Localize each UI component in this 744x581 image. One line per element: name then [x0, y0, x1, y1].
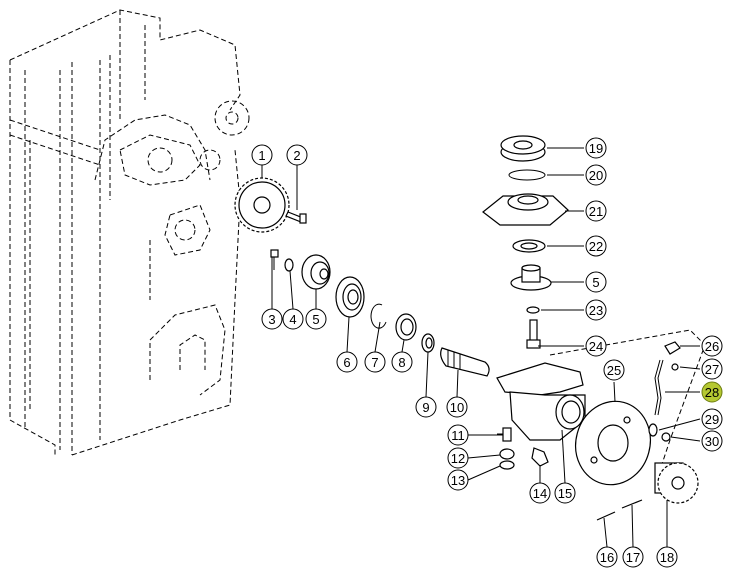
- callout-11[interactable]: 11: [447, 424, 469, 446]
- callout-4[interactable]: 4: [282, 308, 304, 330]
- callout-12-label: 12: [451, 451, 465, 466]
- callout-26-label: 26: [705, 339, 719, 354]
- callout-6-label: 6: [343, 355, 350, 370]
- callout-4-label: 4: [289, 312, 296, 327]
- callout-16-label: 16: [600, 550, 614, 565]
- callout-25[interactable]: 25: [603, 359, 625, 381]
- sprocket-part: [234, 177, 290, 233]
- callout-20[interactable]: 20: [585, 164, 607, 186]
- callout-3[interactable]: 3: [261, 308, 283, 330]
- callout-10-label: 10: [450, 400, 464, 415]
- callout-2-label: 2: [293, 148, 300, 163]
- callout-5-top-hub-label: 5: [592, 275, 599, 290]
- callout-10[interactable]: 10: [446, 396, 468, 418]
- top-bearing-part: [500, 135, 546, 162]
- callout-9-label: 9: [422, 400, 429, 415]
- callout-11-label: 11: [451, 428, 465, 443]
- callout-30[interactable]: 30: [701, 430, 723, 452]
- callout-27[interactable]: 27: [701, 358, 723, 380]
- callout-26[interactable]: 26: [701, 335, 723, 357]
- callout-7[interactable]: 7: [364, 351, 386, 373]
- nut-part: [499, 448, 515, 460]
- callout-15[interactable]: 15: [554, 482, 576, 504]
- spacer-ring-part: [512, 239, 546, 253]
- callout-5-top-hub[interactable]: 5: [585, 271, 607, 293]
- callout-8-label: 8: [398, 355, 405, 370]
- callout-15-label: 15: [558, 486, 572, 501]
- callout-7-label: 7: [371, 355, 378, 370]
- gearbox-housing-part: [496, 362, 586, 441]
- callout-24[interactable]: 24: [585, 335, 607, 357]
- callout-12[interactable]: 12: [447, 447, 469, 469]
- callout-3-label: 3: [268, 312, 275, 327]
- small-washer-part: [648, 423, 658, 437]
- flange-plate-part: [575, 400, 651, 486]
- callout-9[interactable]: 9: [415, 396, 437, 418]
- frame-sprocket: [214, 100, 250, 136]
- callout-28-label: 28: [705, 385, 719, 400]
- callout-2[interactable]: 2: [286, 144, 308, 166]
- callout-28-highlighted[interactable]: 28: [701, 381, 723, 403]
- splined-shaft-part: [440, 347, 490, 377]
- callout-27-label: 27: [705, 362, 719, 377]
- bearing-part: [335, 276, 365, 318]
- callout-19[interactable]: 19: [585, 137, 607, 159]
- circlip-part: [370, 303, 387, 329]
- callout-1-label: 1: [258, 148, 265, 163]
- drive-sprocket-part: [654, 462, 699, 504]
- callout-5-hub[interactable]: 5: [305, 308, 327, 330]
- callout-19-label: 19: [589, 141, 603, 156]
- hub-part: [301, 254, 331, 290]
- callout-14-label: 14: [533, 486, 547, 501]
- top-circlip-part: [508, 169, 546, 181]
- top-bolt-part: [526, 319, 541, 349]
- machine-frame: [9, 9, 241, 456]
- small-nut-part: [661, 432, 671, 442]
- callout-25-label: 25: [607, 363, 621, 378]
- callout-14[interactable]: 14: [529, 482, 551, 504]
- callout-21[interactable]: 21: [585, 200, 607, 222]
- top-hub-part: [510, 264, 552, 291]
- callout-23-label: 23: [589, 303, 603, 318]
- callout-24-label: 24: [589, 339, 603, 354]
- bolt-part: [285, 211, 307, 224]
- washer-part: [284, 258, 294, 272]
- pin-parts: [596, 499, 643, 521]
- callout-29-label: 29: [705, 412, 719, 427]
- callout-21-label: 21: [589, 204, 603, 219]
- flat-washer-part: [499, 460, 515, 470]
- callout-5-hub-label: 5: [312, 312, 319, 327]
- callout-29[interactable]: 29: [701, 408, 723, 430]
- callout-23[interactable]: 23: [585, 299, 607, 321]
- callout-13[interactable]: 13: [447, 469, 469, 491]
- top-washer-part: [526, 306, 540, 314]
- callout-16[interactable]: 16: [596, 546, 618, 568]
- callout-18-label: 18: [660, 550, 674, 565]
- callout-30-label: 30: [705, 434, 719, 449]
- flange-housing-part: [482, 193, 569, 226]
- chain-part: [654, 359, 664, 416]
- callout-20-label: 20: [589, 168, 603, 183]
- grease-fitting-part: [531, 447, 549, 467]
- callout-22-label: 22: [589, 239, 603, 254]
- leader-lines: [261, 147, 701, 548]
- ring-part: [421, 333, 435, 353]
- callout-17[interactable]: 17: [622, 546, 644, 568]
- callout-1[interactable]: 1: [251, 144, 273, 166]
- callout-22[interactable]: 22: [585, 235, 607, 257]
- callout-13-label: 13: [451, 473, 465, 488]
- callout-18[interactable]: 18: [656, 546, 678, 568]
- seal-part: [395, 313, 417, 341]
- callout-6[interactable]: 6: [336, 351, 358, 373]
- callout-17-label: 17: [626, 550, 640, 565]
- chain-connector-part: [664, 341, 681, 371]
- callout-8[interactable]: 8: [391, 351, 413, 373]
- small-bolt-part: [270, 249, 279, 270]
